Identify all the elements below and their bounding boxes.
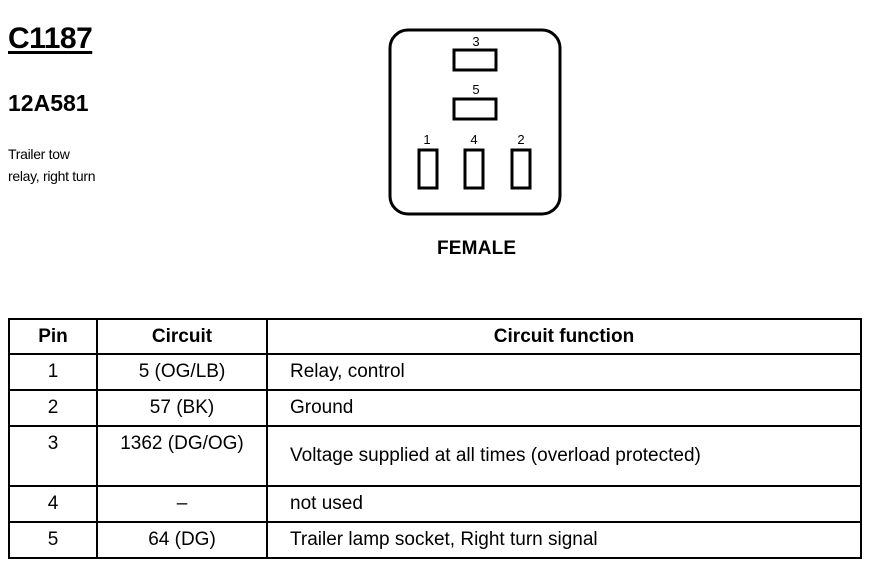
pin-label-1: 1 bbox=[423, 132, 430, 147]
description-line-2: relay, right turn bbox=[8, 168, 96, 184]
table-row: 3 1362 (DG/OG) Voltage supplied at all t… bbox=[8, 425, 862, 487]
table-row: 5 64 (DG) Trailer lamp socket, Right tur… bbox=[8, 521, 862, 559]
pin-terminal-1 bbox=[417, 148, 439, 190]
pin-terminal-2 bbox=[510, 148, 532, 190]
cell-pin: 3 bbox=[8, 425, 98, 487]
column-header-pin: Pin bbox=[8, 318, 98, 355]
cell-function: Relay, control bbox=[266, 353, 862, 391]
cell-circuit: 5 (OG/LB) bbox=[96, 353, 268, 391]
connector-face-diagram: 3 5 1 4 2 bbox=[388, 28, 562, 216]
pin-label-3: 3 bbox=[472, 34, 479, 49]
pin-terminal-3 bbox=[452, 48, 498, 72]
pin-label-2: 2 bbox=[517, 132, 524, 147]
cell-circuit: – bbox=[96, 485, 268, 523]
table-row: 1 5 (OG/LB) Relay, control bbox=[8, 353, 862, 391]
cell-circuit: 1362 (DG/OG) bbox=[96, 425, 268, 487]
cell-function: Trailer lamp socket, Right turn signal bbox=[266, 521, 862, 559]
connector-gender-label: FEMALE bbox=[437, 238, 517, 259]
column-header-function: Circuit function bbox=[266, 318, 862, 355]
cell-function: Ground bbox=[266, 389, 862, 427]
cell-function: Voltage supplied at all times (overload … bbox=[266, 425, 862, 487]
pin-terminal-4 bbox=[463, 148, 485, 190]
cell-pin: 4 bbox=[8, 485, 98, 523]
connector-housing bbox=[388, 28, 562, 216]
pin-terminal-5 bbox=[452, 97, 498, 121]
table-row: 4 – not used bbox=[8, 485, 862, 523]
cell-pin: 5 bbox=[8, 521, 98, 559]
cell-circuit: 64 (DG) bbox=[96, 521, 268, 559]
column-header-circuit: Circuit bbox=[96, 318, 268, 355]
cell-pin: 2 bbox=[8, 389, 98, 427]
table-header-row: Pin Circuit Circuit function bbox=[8, 318, 862, 355]
connector-id: C1187 bbox=[8, 22, 93, 55]
cell-function: not used bbox=[266, 485, 862, 523]
pin-label-4: 4 bbox=[470, 132, 477, 147]
pin-label-5: 5 bbox=[472, 82, 479, 97]
part-number: 12A581 bbox=[8, 90, 89, 116]
pin-circuit-table: Pin Circuit Circuit function 1 5 (OG/LB)… bbox=[8, 318, 862, 559]
connector-description: Trailer tow relay, right turn bbox=[8, 143, 168, 187]
description-line-1: Trailer tow bbox=[8, 146, 70, 162]
table-row: 2 57 (BK) Ground bbox=[8, 389, 862, 427]
cell-circuit: 57 (BK) bbox=[96, 389, 268, 427]
cell-pin: 1 bbox=[8, 353, 98, 391]
